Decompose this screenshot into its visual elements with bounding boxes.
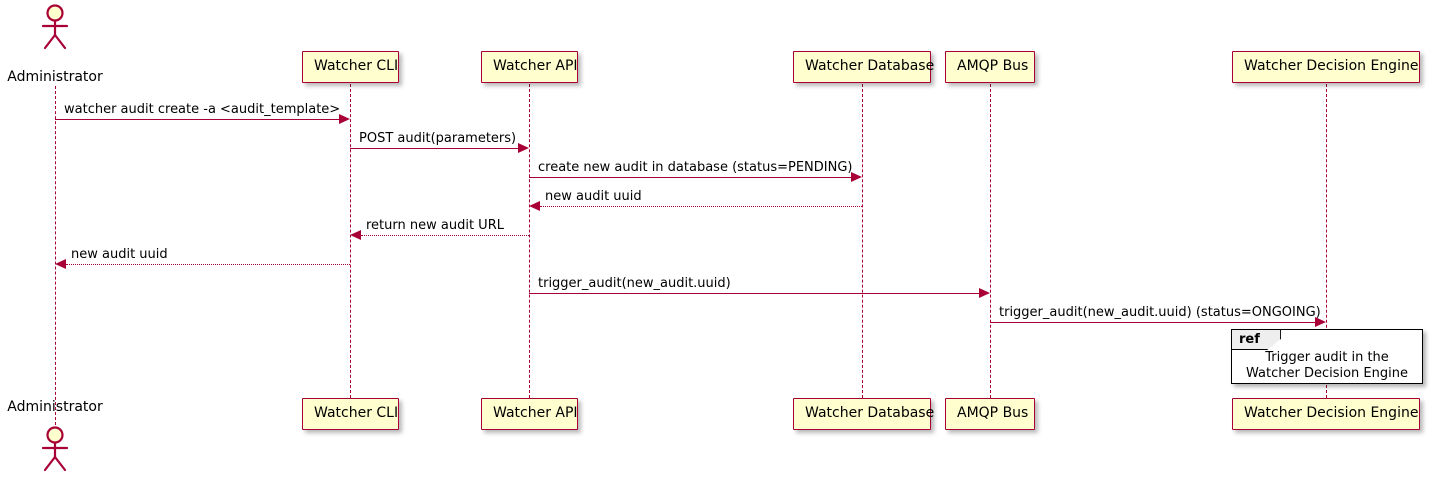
message-line-m6 xyxy=(66,264,350,265)
lifeline-watcher-api xyxy=(529,84,530,398)
arrow-head-m8 xyxy=(1315,317,1326,327)
participant-watcher-api-top[interactable]: Watcher API xyxy=(481,51,578,83)
arrow-head-m1 xyxy=(339,114,350,124)
message-line-m1 xyxy=(55,119,340,120)
message-label-m8: trigger_audit(new_audit.uuid) (status=ON… xyxy=(999,305,1321,320)
ref-fragment: ref Trigger audit in the Watcher Decisio… xyxy=(1231,329,1423,384)
lifeline-watcher-decision-engine xyxy=(1326,84,1327,398)
message-label-m2: POST audit(parameters) xyxy=(359,131,517,146)
message-line-m4 xyxy=(540,206,862,207)
arrow-head-m2 xyxy=(518,143,529,153)
participant-watcher-database-top[interactable]: Watcher Database xyxy=(793,51,934,83)
message-label-m5: return new audit URL xyxy=(366,218,504,233)
ref-fragment-line-2: Watcher Decision Engine xyxy=(1246,366,1408,381)
actor-administrator-head xyxy=(35,4,75,50)
ref-fragment-tab: ref xyxy=(1232,330,1281,350)
message-label-m3: create new audit in database (status=PEN… xyxy=(538,160,853,175)
participant-watcher-cli-top[interactable]: Watcher CLI xyxy=(302,51,399,83)
participant-amqp-bus-bottom[interactable]: AMQP Bus xyxy=(945,398,1035,430)
arrow-head-m7 xyxy=(979,288,990,298)
arrow-head-m6 xyxy=(55,259,66,269)
message-label-m4: new audit uuid xyxy=(545,189,642,204)
participant-watcher-decision-engine-bottom[interactable]: Watcher Decision Engine xyxy=(1232,398,1420,430)
participant-watcher-decision-engine-top[interactable]: Watcher Decision Engine xyxy=(1232,51,1420,83)
lifeline-administrator xyxy=(55,86,56,425)
message-line-m7 xyxy=(529,293,979,294)
actor-label-administrator-bottom: Administrator xyxy=(7,399,103,415)
lifeline-watcher-database xyxy=(862,84,863,398)
actor-label-administrator-top: Administrator xyxy=(7,69,103,85)
message-line-m8 xyxy=(990,322,1315,323)
message-label-m6: new audit uuid xyxy=(71,247,168,262)
message-line-m2 xyxy=(350,148,519,149)
message-line-m5 xyxy=(361,235,529,236)
message-label-m1: watcher audit create -a <audit_template> xyxy=(64,102,341,117)
lifeline-amqp-bus xyxy=(990,84,991,398)
arrow-head-m5 xyxy=(350,230,361,240)
stick-figure-icon xyxy=(41,426,69,472)
participant-amqp-bus-top[interactable]: AMQP Bus xyxy=(945,51,1035,83)
message-line-m3 xyxy=(529,177,851,178)
actor-administrator-foot xyxy=(35,426,75,472)
arrow-head-m4 xyxy=(529,201,540,211)
lifeline-watcher-cli xyxy=(350,84,351,398)
stick-figure-icon xyxy=(41,4,69,50)
participant-watcher-api-bottom[interactable]: Watcher API xyxy=(481,398,578,430)
ref-fragment-body: Trigger audit in the Watcher Decision En… xyxy=(1232,350,1422,382)
participant-watcher-database-bottom[interactable]: Watcher Database xyxy=(793,398,934,430)
participant-watcher-cli-bottom[interactable]: Watcher CLI xyxy=(302,398,399,430)
message-label-m7: trigger_audit(new_audit.uuid) xyxy=(538,276,731,291)
arrow-head-m3 xyxy=(851,172,862,182)
ref-fragment-line-1: Trigger audit in the xyxy=(1265,350,1389,365)
